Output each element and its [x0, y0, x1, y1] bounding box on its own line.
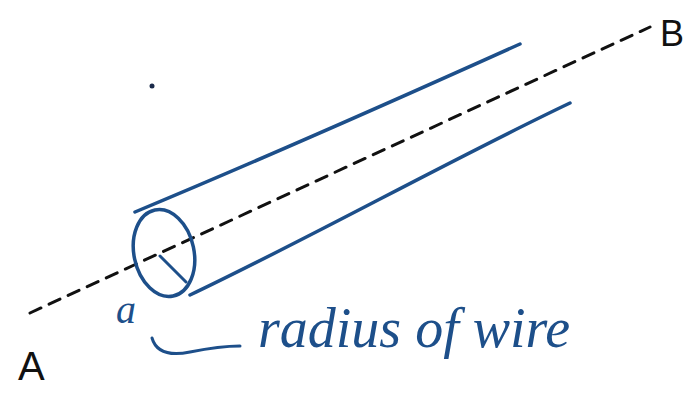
dot [150, 84, 155, 89]
wire-end-ellipse [126, 204, 203, 303]
leader-line [152, 338, 240, 353]
axis-line [30, 27, 650, 313]
wire-top-edge [135, 44, 520, 212]
annotation-text: radius of wire [258, 300, 570, 356]
point-label: B [660, 16, 684, 52]
radius-line [160, 256, 186, 282]
wire-bottom-edge [190, 103, 570, 295]
point-label: A [18, 346, 45, 386]
radius-symbol: a [116, 290, 136, 330]
